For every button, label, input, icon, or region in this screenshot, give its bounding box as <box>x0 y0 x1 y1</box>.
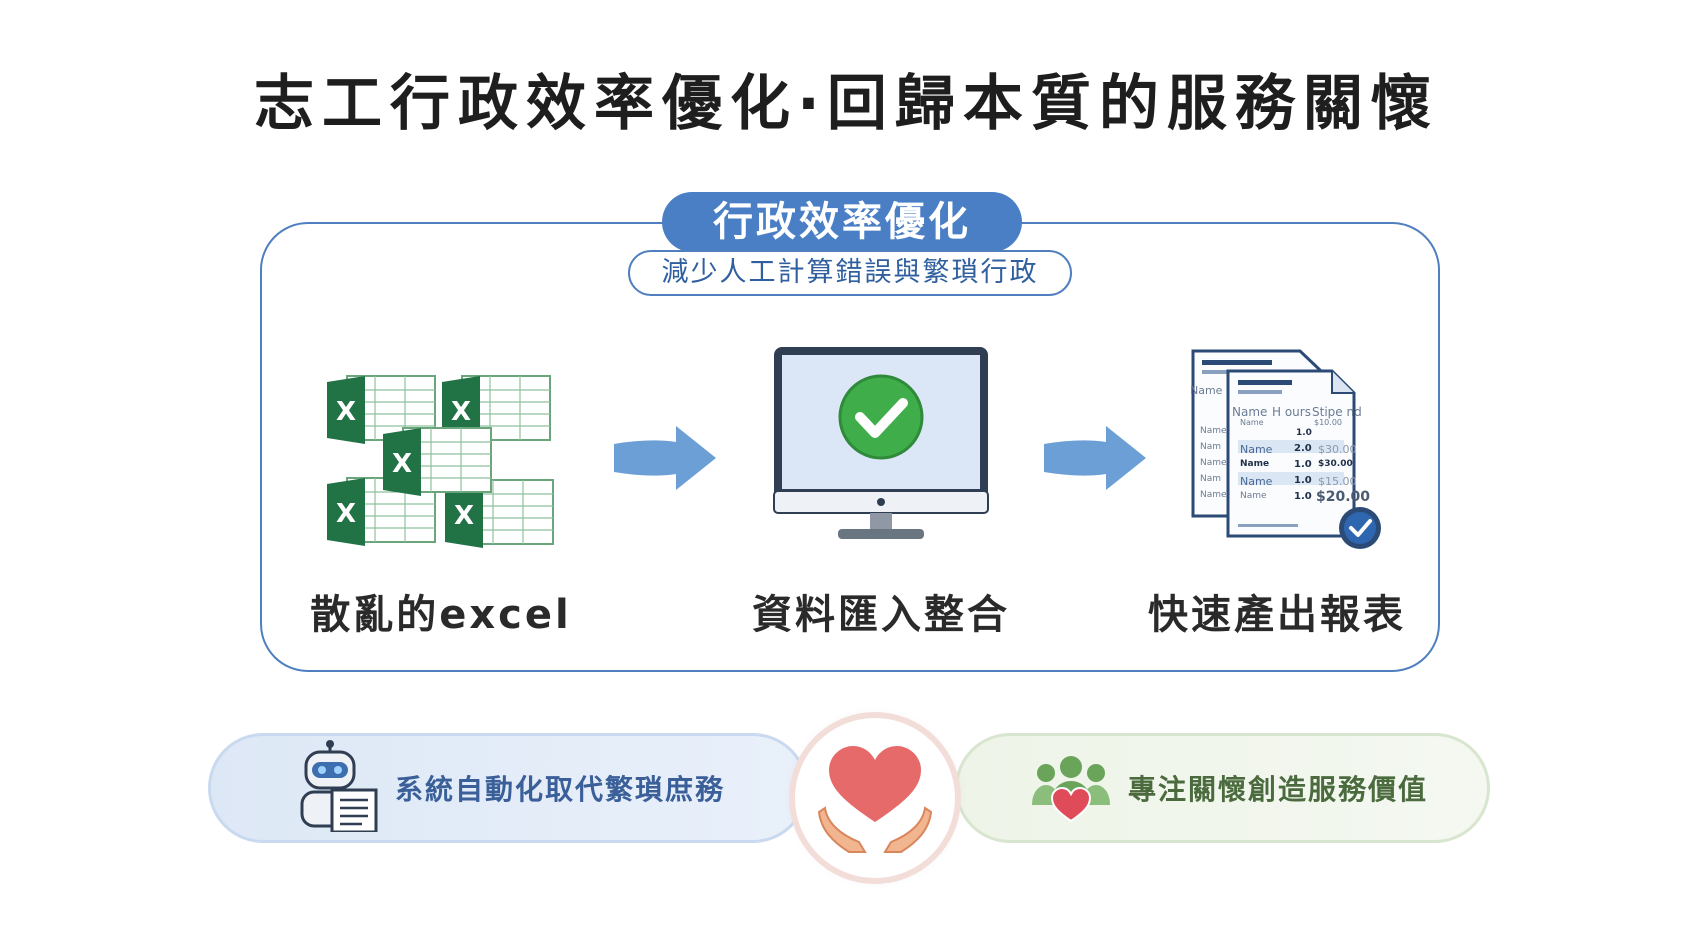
step-label-scattered-excel: 散亂的excel <box>310 592 572 638</box>
excel-files-icon: X <box>326 375 554 549</box>
monitor-check-icon <box>773 347 989 539</box>
care-pill <box>955 733 1490 843</box>
report-cell-name: Name <box>1240 491 1267 501</box>
automation-text: 系統自動化取代繁瑣庶務 <box>395 773 726 806</box>
report-cell-stipend: $30.00 <box>1318 459 1353 469</box>
people-heart-icon <box>1032 756 1110 823</box>
report-cell-name: Name <box>1240 443 1273 456</box>
report-cell-name: Name <box>1240 475 1273 488</box>
report-header-stipend: Stipe nd <box>1312 405 1362 419</box>
report-documents-icon: Name Name Nam Name Nam Name Name H ours … <box>1190 348 1390 553</box>
automation-pill <box>208 733 808 843</box>
report-cell-hours: 1.0 <box>1296 428 1312 438</box>
report-subheader: $10.00 <box>1314 418 1342 427</box>
report-cell-hours: 1.0 <box>1294 475 1312 486</box>
report-cell-hours: 2.0 <box>1294 443 1312 454</box>
back-doc-row: Nam <box>1200 474 1222 484</box>
panel-heading: 行政效率優化 <box>662 192 1022 252</box>
report-header-hours: H ours <box>1272 405 1311 419</box>
step-label-data-import: 資料匯入整合 <box>752 592 1010 638</box>
robot-document-icon <box>300 740 378 832</box>
report-header-name: Name <box>1232 405 1268 419</box>
panel-subheading: 減少人工計算錯誤與繁瑣行政 <box>628 250 1072 296</box>
page-title: 志工行政效率優化‧回歸本質的服務關懷 <box>254 69 1439 139</box>
back-doc-header: Name <box>1190 384 1223 397</box>
report-cell-stipend: $15.00 <box>1318 475 1357 488</box>
report-cell-hours: 1.0 <box>1294 491 1312 502</box>
back-doc-row: Name <box>1200 490 1227 500</box>
arrow-right-icon <box>614 426 716 490</box>
step-label-quick-report: 快速產出報表 <box>1148 592 1406 638</box>
back-doc-row: Nam <box>1200 442 1222 452</box>
heart-hands-icon <box>817 746 933 853</box>
report-cell-hours: 1.0 <box>1294 459 1312 470</box>
report-cell-name: Name <box>1240 459 1270 469</box>
back-doc-row: Name <box>1200 458 1227 468</box>
back-doc-row: Name <box>1200 426 1227 436</box>
care-text: 專注關懷創造服務價值 <box>1128 773 1429 806</box>
report-cell-stipend: $30.00 <box>1318 443 1357 456</box>
report-subheader: Name <box>1240 418 1264 427</box>
arrow-right-icon <box>1044 426 1146 490</box>
report-cell-stipend: $20.00 <box>1316 489 1371 505</box>
